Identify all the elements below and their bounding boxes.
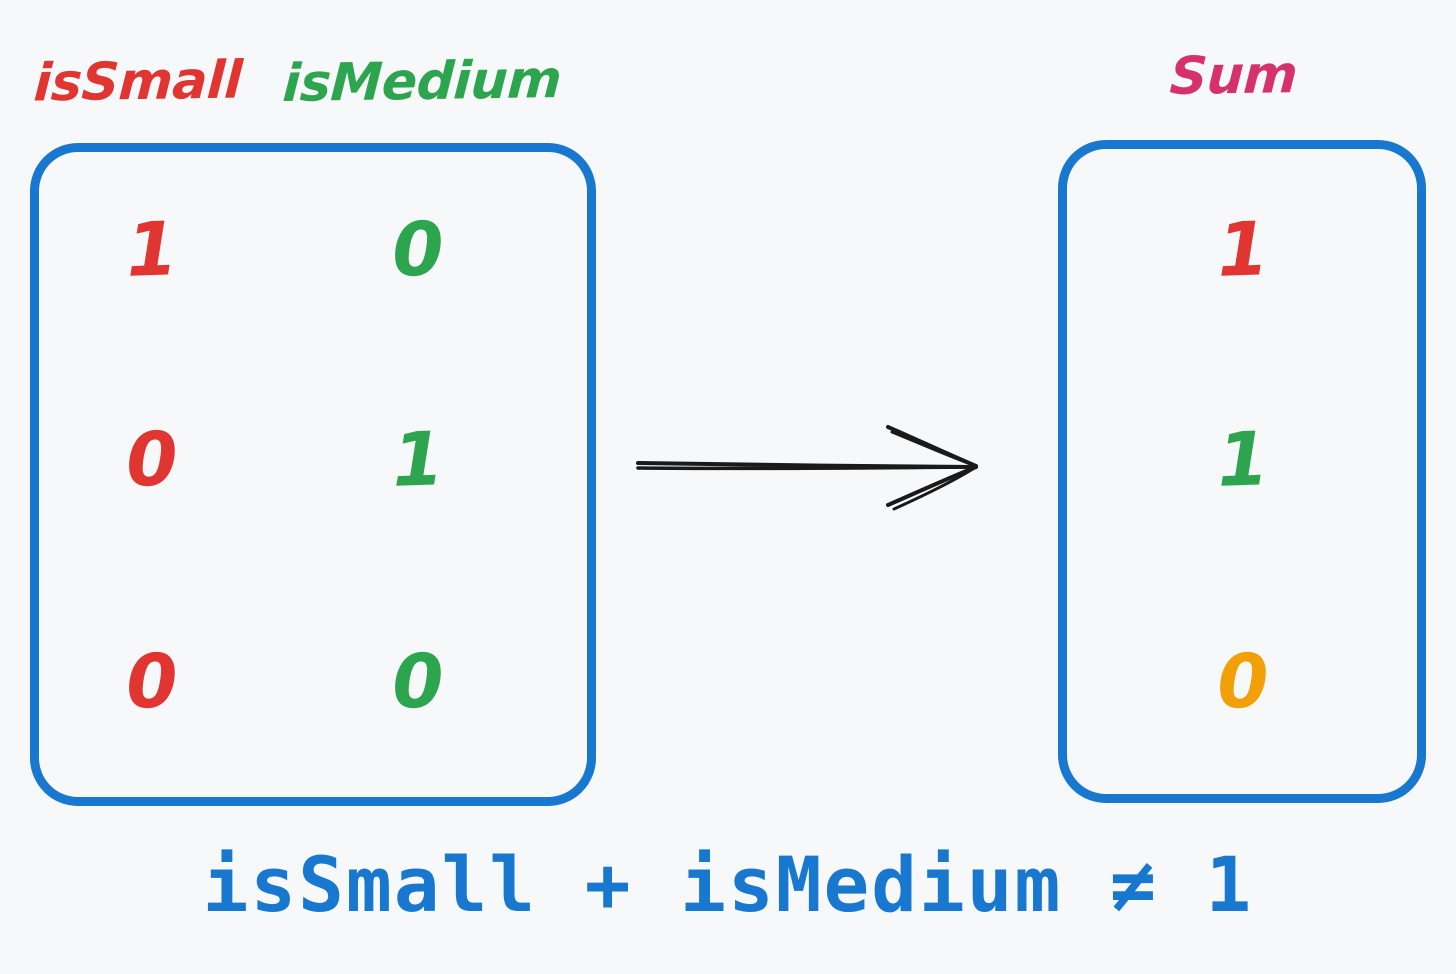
cell-ismedium-row3: 0 bbox=[390, 638, 446, 726]
cell-ismedium-row2: 1 bbox=[390, 416, 446, 504]
input-matrix-box bbox=[30, 143, 596, 806]
cell-issmall-row1: 1 bbox=[124, 206, 180, 294]
implies-arrow-icon bbox=[636, 425, 978, 511]
cell-issmall-row3: 0 bbox=[124, 638, 180, 726]
cell-sum-row2: 1 bbox=[1215, 416, 1271, 504]
cell-sum-row1: 1 bbox=[1215, 206, 1271, 294]
cell-sum-row3: 0 bbox=[1215, 638, 1271, 726]
cell-issmall-row2: 0 bbox=[124, 416, 180, 504]
equation-caption: isSmall + isMedium ≠ 1 bbox=[202, 840, 1254, 929]
sum-column-box bbox=[1058, 140, 1426, 803]
header-label-sum: Sum bbox=[1168, 45, 1299, 107]
header-label-issmall: isSmall bbox=[32, 50, 244, 114]
header-label-ismedium: isMedium bbox=[281, 50, 563, 114]
cell-ismedium-row1: 0 bbox=[390, 206, 446, 294]
